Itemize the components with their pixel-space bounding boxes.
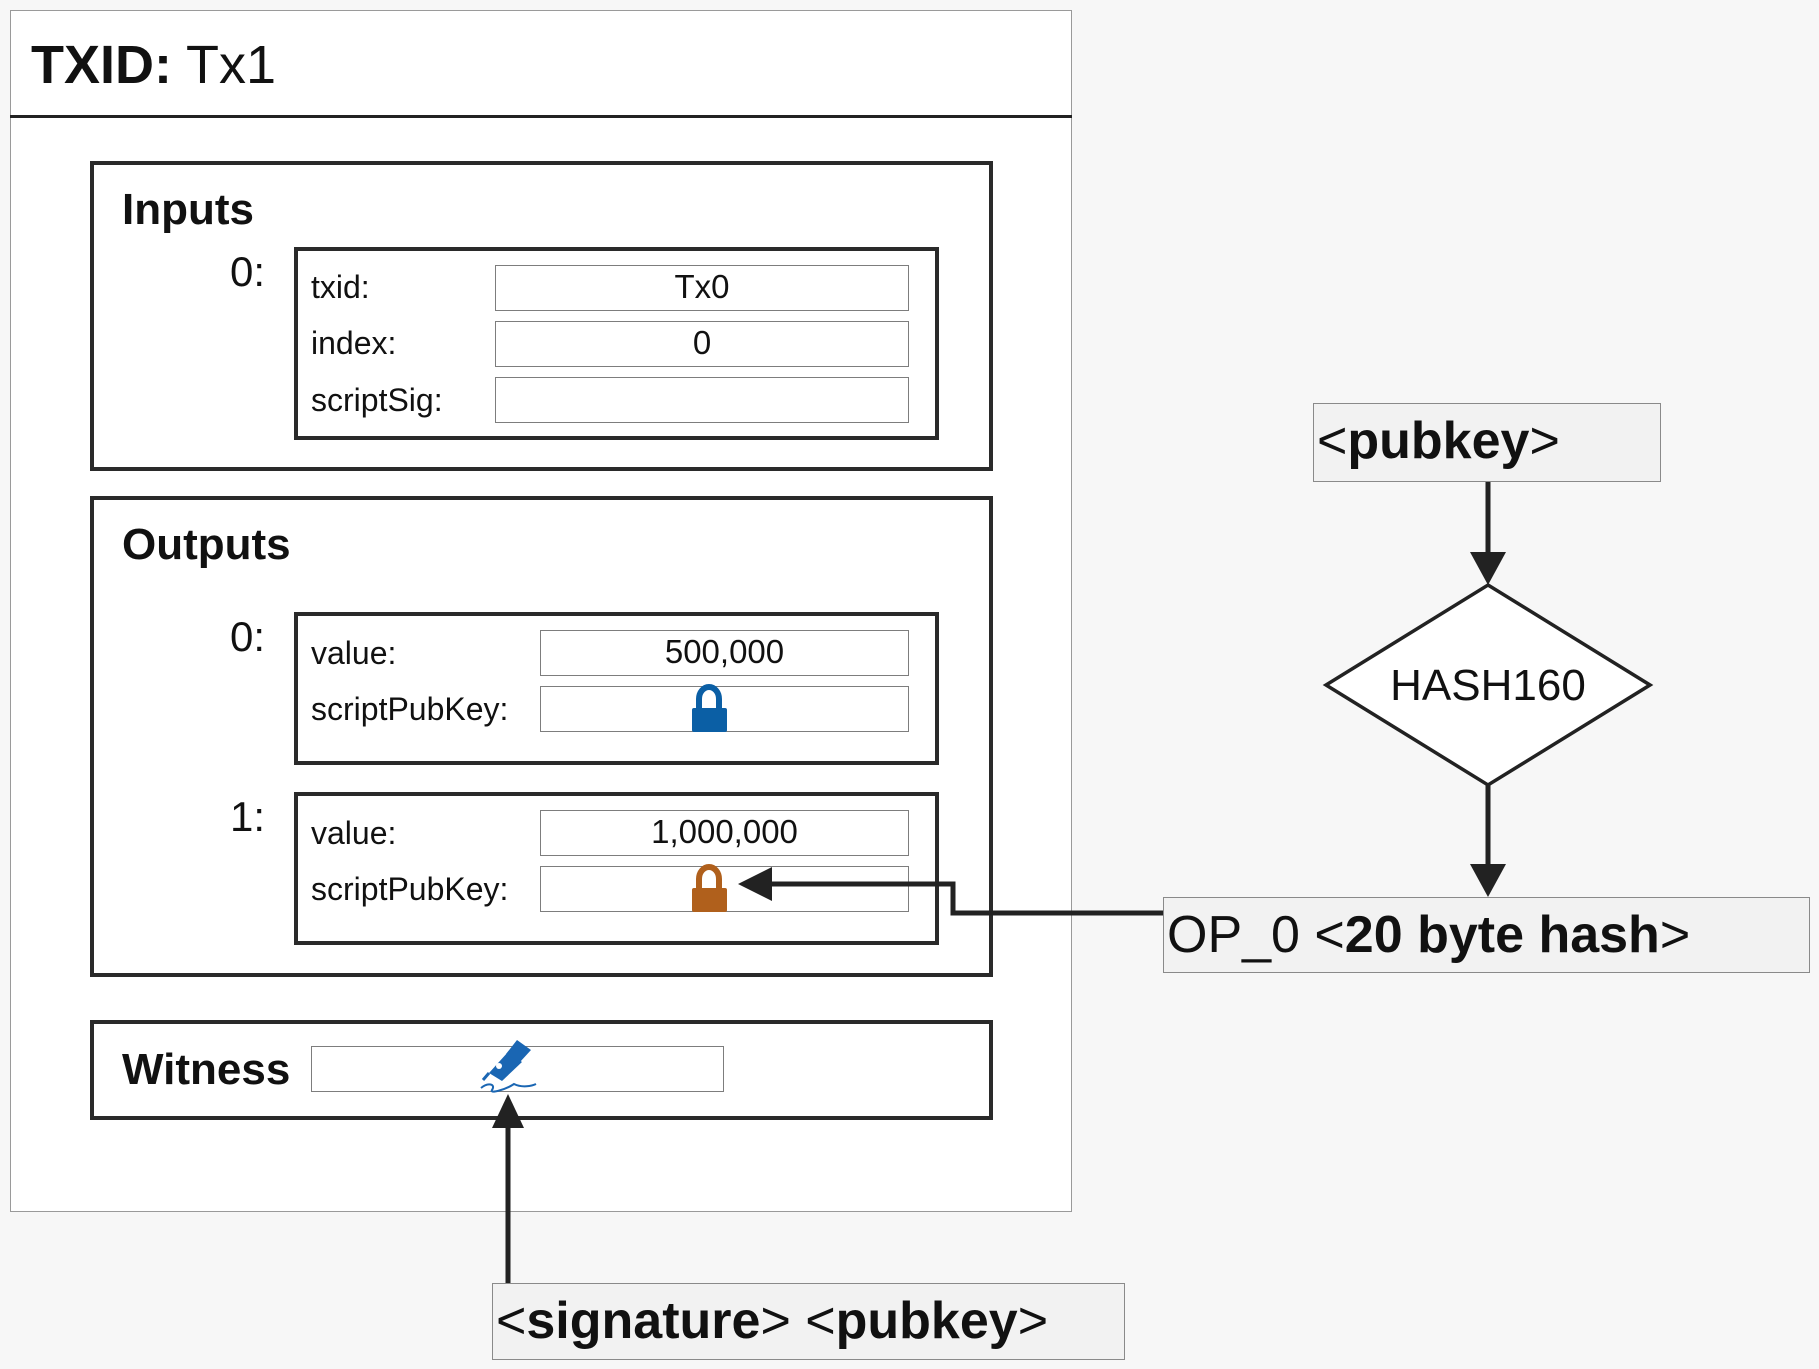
witness-data-box: <signature> <pubkey> [492,1283,1125,1360]
txid-title: TXID: Tx1 [31,30,276,100]
padlock-icon [692,684,727,732]
witness-data-close: > [1017,1292,1049,1350]
witness-data-arrowhead [492,1094,524,1128]
witness-data-open: < [496,1292,527,1350]
scriptsig-field-label: scriptSig: [311,382,443,418]
hash-result-suffix: > [1659,906,1691,964]
pubkey-open: < [1317,412,1348,470]
pubkey-close: > [1529,412,1560,470]
witness-data-mid: > < [760,1292,836,1350]
outputs-title: Outputs [122,520,291,569]
output-1-script-label: scriptPubKey: [311,871,509,907]
hash-to-lock-arrowhead [738,867,772,901]
txid-field-label: txid: [311,269,370,305]
hash-to-result-arrowhead [1470,864,1506,897]
index-field-value: 0 [495,321,909,367]
output-0-index: 0: [230,613,266,660]
hash-to-lock-arrow [770,881,1163,916]
txid-value: Tx1 [186,35,277,95]
fountain-pen-signature-icon [480,1040,537,1093]
pubkey-to-hash-arrowhead [1470,552,1506,585]
hash160-label: HASH160 [1390,661,1586,710]
hash-result-box: OP_0 <20 byte hash> [1163,897,1810,973]
hash-result-text: 20 byte hash [1344,906,1660,964]
pubkey-box: <pubkey> [1313,403,1661,482]
witness-pubkey-text: pubkey [835,1292,1018,1350]
output-0-value-label: value: [311,635,397,671]
txid-field-value: Tx0 [495,265,909,311]
output-1-value: 1,000,000 [540,810,909,856]
hash-result-prefix: OP_0 < [1167,906,1345,964]
txid-label: TXID: [31,35,172,95]
padlock-icon [692,864,727,912]
pubkey-text: pubkey [1347,412,1530,470]
inputs-title: Inputs [122,185,254,234]
output-1-index: 1: [230,793,266,840]
witness-signature-text: signature [526,1292,761,1350]
output-0-value: 500,000 [540,630,909,676]
output-1-value-label: value: [311,815,397,851]
output-0-script-label: scriptPubKey: [311,691,509,727]
index-field-label: index: [311,325,397,361]
scriptsig-field-value [495,377,909,423]
witness-title: Witness [122,1045,291,1094]
input-index: 0: [230,248,266,295]
transaction-header [10,10,1072,118]
